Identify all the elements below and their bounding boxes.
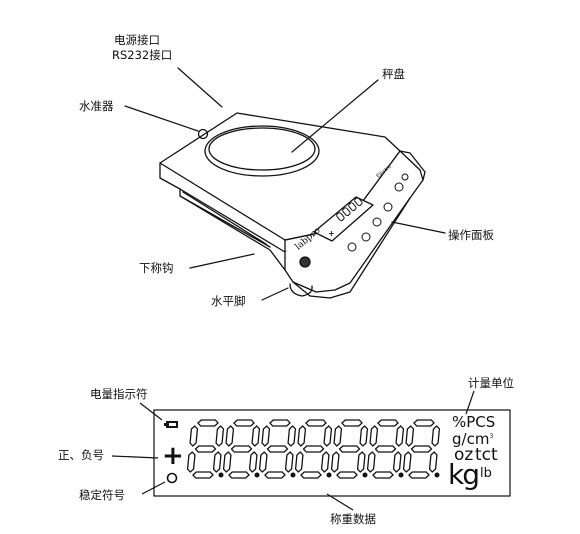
digit-segment bbox=[395, 425, 405, 447]
digit-segment bbox=[330, 451, 340, 473]
decimal-point bbox=[254, 472, 260, 478]
digit-segment bbox=[186, 451, 196, 473]
unit-tct: tct bbox=[475, 445, 498, 465]
digit-segment bbox=[215, 425, 225, 447]
digit-segment bbox=[431, 425, 441, 447]
digit-segment bbox=[405, 425, 415, 447]
digit-segment bbox=[333, 425, 343, 447]
unit-gcm: g/cm3 bbox=[452, 432, 493, 447]
unit-gcm-exp: 3 bbox=[489, 433, 494, 440]
digit-segment bbox=[294, 451, 304, 473]
label-pan: 秤盘 bbox=[382, 67, 405, 81]
digit-segment bbox=[356, 451, 366, 473]
power-button bbox=[299, 256, 311, 268]
level-bubble bbox=[197, 128, 209, 140]
label-weight-data: 称重数据 bbox=[330, 512, 376, 526]
digit-segment bbox=[233, 419, 255, 427]
label-operation-panel: 操作面板 bbox=[448, 228, 494, 242]
digit-segment bbox=[410, 445, 433, 453]
digit-segment bbox=[392, 451, 402, 473]
weight-digits bbox=[186, 419, 441, 479]
digit-segment bbox=[408, 471, 430, 479]
decimal-point bbox=[326, 472, 332, 478]
digit-segment bbox=[284, 451, 294, 473]
digit-segment bbox=[377, 419, 399, 427]
decimal-point bbox=[362, 472, 368, 478]
digit-segment bbox=[323, 425, 333, 447]
digit-segment bbox=[251, 425, 261, 447]
digit-segment bbox=[287, 425, 297, 447]
unit-gcm-text: g/cm bbox=[452, 430, 490, 448]
digit-segment bbox=[197, 419, 219, 427]
digit-segment bbox=[192, 471, 214, 479]
digit-segment bbox=[297, 425, 307, 447]
label-leveling-foot: 水平脚 bbox=[211, 294, 246, 308]
digit-segment bbox=[194, 445, 217, 453]
digit-segment bbox=[222, 451, 232, 473]
digit-segment bbox=[261, 425, 271, 447]
digit-segment bbox=[264, 471, 286, 479]
digit-segment bbox=[225, 425, 235, 447]
digit-segment bbox=[359, 425, 369, 447]
label-units: 计量单位 bbox=[468, 376, 514, 390]
screen-sign: + bbox=[328, 229, 335, 238]
digit-segment bbox=[228, 471, 250, 479]
label-rs232-port: RS232接口 bbox=[112, 48, 173, 62]
digit-segment bbox=[402, 451, 412, 473]
digit-segment bbox=[269, 419, 291, 427]
unit-oz: oz bbox=[454, 445, 474, 465]
lcd-frame bbox=[153, 409, 511, 497]
unit-kg: kg bbox=[448, 458, 480, 491]
digit-segment bbox=[428, 451, 438, 473]
decimal-point bbox=[218, 472, 224, 478]
digit-segment bbox=[374, 445, 397, 453]
decimal-point bbox=[398, 472, 404, 478]
digit-segment bbox=[372, 471, 394, 479]
digit-segment bbox=[369, 425, 379, 447]
digit-segment bbox=[230, 445, 253, 453]
label-power-port: 电源接口 bbox=[114, 33, 160, 47]
digit-segment bbox=[258, 451, 268, 473]
unit-pcs: %PCS bbox=[452, 413, 496, 431]
digit-segment bbox=[266, 445, 289, 453]
stable-icon bbox=[166, 472, 178, 484]
digit-segment bbox=[366, 451, 376, 473]
label-sign: 正、负号 bbox=[58, 448, 104, 462]
sign-glyph: + bbox=[162, 441, 184, 471]
digit-segment bbox=[302, 445, 325, 453]
unit-lb: lb bbox=[480, 466, 492, 481]
battery-icon bbox=[164, 421, 178, 428]
weighing-pan bbox=[204, 125, 320, 177]
digit-segment bbox=[413, 419, 435, 427]
panel-buttons bbox=[347, 173, 409, 252]
balance-base bbox=[179, 195, 411, 299]
digit-segment bbox=[336, 471, 358, 479]
leveling-foot bbox=[289, 283, 313, 297]
label-level-indicator: 水准器 bbox=[79, 99, 114, 113]
digit-segment bbox=[341, 419, 363, 427]
digit-segment bbox=[320, 451, 330, 473]
balance-front-slot bbox=[182, 191, 267, 245]
decimal-point bbox=[290, 472, 296, 478]
label-stable: 稳定符号 bbox=[79, 488, 125, 502]
digit-segment bbox=[248, 451, 258, 473]
decimal-point bbox=[434, 472, 440, 478]
digit-segment bbox=[300, 471, 322, 479]
display-digits bbox=[336, 197, 363, 222]
digit-segment bbox=[338, 445, 361, 453]
digit-segment bbox=[212, 451, 222, 473]
digit-segment bbox=[305, 419, 327, 427]
digit-segment bbox=[189, 425, 199, 447]
label-lower-hook: 下称钩 bbox=[139, 261, 174, 275]
label-battery-indicator: 电量指示符 bbox=[90, 387, 148, 401]
